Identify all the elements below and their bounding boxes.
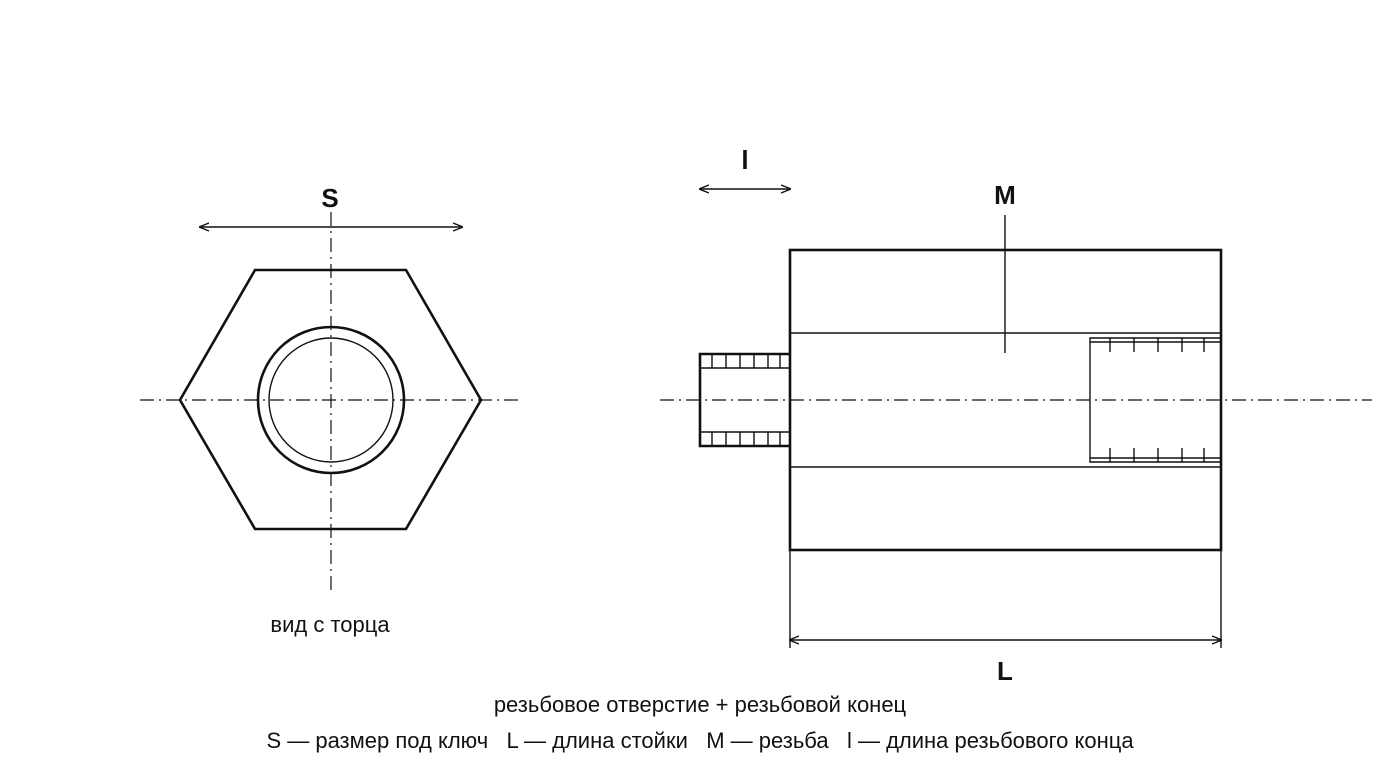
- drawing-title: резьбовое отверстие + резьбовой конец: [493, 692, 907, 717]
- m-thread-label: M: [994, 180, 1016, 210]
- side-view: l M L: [660, 145, 1372, 686]
- end-view: S вид с торца: [140, 183, 522, 637]
- stud-thread-ticks: [711, 354, 781, 446]
- end-view-caption: вид с торца: [270, 612, 390, 637]
- s-dimension-label: S: [321, 183, 338, 213]
- hole-thread-ticks: [1109, 338, 1205, 462]
- drawing-legend: S — размер под ключ L — длина стойки M —…: [266, 728, 1134, 753]
- l-dimension-label: l: [741, 145, 748, 175]
- length-dimension-label: L: [997, 656, 1013, 686]
